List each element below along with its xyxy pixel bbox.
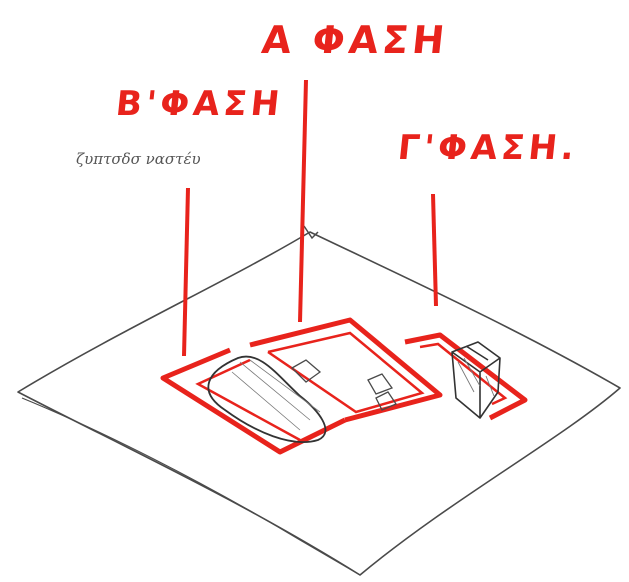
ground-sheet-edge bbox=[22, 398, 360, 575]
leader-line-g bbox=[433, 194, 436, 306]
ground-sheet bbox=[18, 232, 620, 575]
zone-b-outline bbox=[163, 350, 345, 452]
leader-line-a bbox=[300, 80, 306, 322]
zone-a-inner bbox=[268, 333, 422, 412]
blob-hatch-b bbox=[232, 360, 320, 430]
building-sketch-g bbox=[452, 342, 500, 418]
phase-b-note: ζυπτσδσ ναστέυ bbox=[76, 150, 201, 168]
phase-g-label: Γ'ΦΑΣΗ. bbox=[396, 128, 580, 168]
small-box-a2 bbox=[368, 374, 392, 394]
phase-a-label: A ΦΑΣΗ bbox=[260, 18, 451, 62]
leader-line-b bbox=[184, 188, 188, 356]
phase-b-label: B'ΦΑΣΗ bbox=[114, 84, 285, 124]
